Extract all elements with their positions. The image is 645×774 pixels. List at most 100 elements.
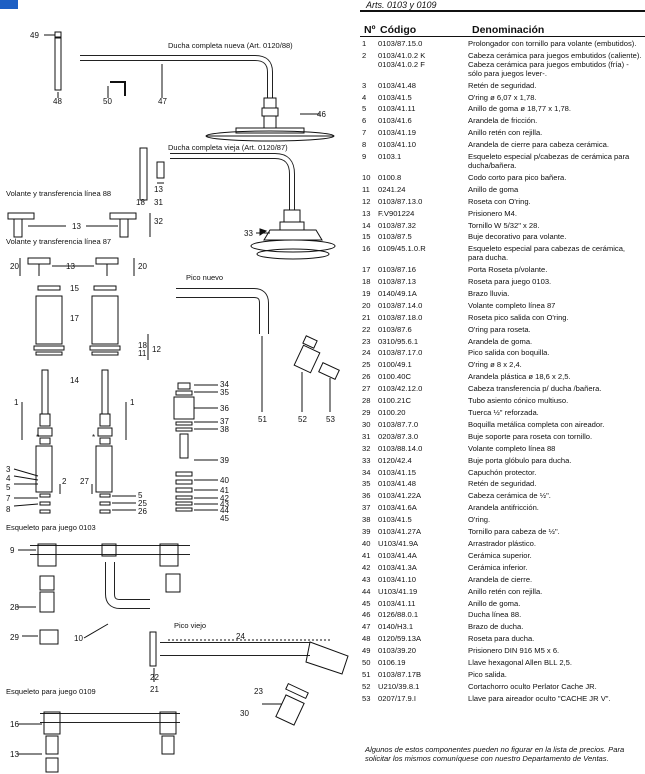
part-number: 44 [362,586,371,596]
part-description: Arandela antifricción. [468,503,539,513]
part-number: 18 [362,277,371,287]
part-number: 39 [362,527,371,537]
col-header-description: Denominación [472,24,545,36]
part-code: 0109/45.1.0.R [378,244,426,254]
label-ducha-vieja: Ducha completa vieja (Art. 0120/87) [168,143,288,152]
part-description: Pico salida con boquilla. [468,348,550,358]
part-description: Volante completo línea 88 [468,443,556,453]
callout-12: 12 [152,345,161,354]
callout-18-top: 18 [136,198,145,207]
part-description: Porta Roseta p/volante. [468,265,548,275]
part-number: 4 [362,92,367,102]
callout-35: 35 [220,388,229,397]
part-code: 0100.21C [378,396,411,406]
part-code: 0126/88.0.1 [378,610,419,620]
part-description: O'ring para roseta. [468,324,531,334]
callout-15: 15 [70,284,79,293]
part-description: Esqueleto especial para cabezas de cerám… [468,244,626,263]
part-code: 0103/87.14.0 [378,300,423,310]
part-code: 0207/17.9.I [378,693,417,703]
part-number: 47 [362,622,371,632]
part-code: 0103/41.5 [378,515,412,525]
part-description: Tornillo W 5/32" x 28. [468,220,540,230]
callout-30: 30 [240,709,249,718]
cabeza-media-group [173,382,218,512]
callout-4: 4 [6,474,11,483]
callout-17: 17 [70,314,79,323]
callout-28: 28 [10,603,19,612]
part-code: 0103/41.6A [378,503,417,513]
part-number: 49 [362,646,371,656]
part-number: 50 [362,658,371,668]
callout-13-top: 13 [154,185,163,194]
part-description: Buje porta glóbulo para ducha. [468,455,572,465]
part-code: 0103/41.11 [378,104,416,114]
callout-37: 37 [220,417,229,426]
part-description: Retén de seguridad. [468,80,537,90]
callout-44: 44 [220,506,229,515]
callout-36: 36 [220,404,229,413]
callout-41: 41 [220,486,229,495]
callout-52: 52 [298,415,307,424]
part-code: 0103/87.16 [378,265,417,275]
part-code: 0310/95.6.1 [378,336,419,346]
callout-42: 42 [220,494,229,503]
brand-tab [0,0,18,9]
part-description: Cabeza cerámica para juegos embutidos (c… [468,50,642,60]
callout-5-left: 5 [6,483,11,492]
part-code: 0103/87.7.0 [378,419,419,429]
callout-26: 26 [138,507,147,516]
volante-88-group [7,212,151,238]
part-code: 0103/41.48 [378,479,417,489]
part-code: 0106.19 [378,658,406,668]
part-code: 0103/41.0.2 F [378,59,425,69]
part-code: 0120/59.13A [378,634,422,644]
callout-18: 18 [138,341,147,350]
page-header-arts: Arts. 0103 y 0109 [366,0,437,10]
part-code: 0103/41.3A [378,562,417,572]
part-description: Tornillo para cabeza de ½". [468,527,560,537]
pico-viejo-group [149,631,349,726]
part-number: 31 [362,431,371,441]
part-code: 0100.20 [378,408,406,417]
part-code: 0103/87.17.0 [378,348,423,358]
part-code: 0103/41.27A [378,527,422,537]
part-code: 0120/42.4 [378,455,412,465]
callout-45: 45 [220,514,229,523]
part-code: 0103/41.19 [378,128,417,138]
part-description: Arandela de cierre. [468,574,533,584]
callout-14: 14 [70,376,79,385]
part-code: 0140/49.1A [378,288,417,298]
callout-40: 40 [220,476,229,485]
volante-87-group [19,257,149,360]
label-pico-nuevo: Pico nuevo [186,273,223,282]
callout-34: 34 [220,380,229,389]
callout-24: 24 [236,632,245,641]
part-description: Llave hexagonal Allen BLL 2,5. [468,658,573,668]
part-description: Arandela plástica ø 18,6 x 2,5. [468,372,571,382]
part-code: 0103/41.0.2 K [378,50,426,60]
part-description: Anillo retén con rejilla. [468,586,543,596]
callout-38: 38 [220,425,229,434]
part-number: 28 [362,396,371,406]
